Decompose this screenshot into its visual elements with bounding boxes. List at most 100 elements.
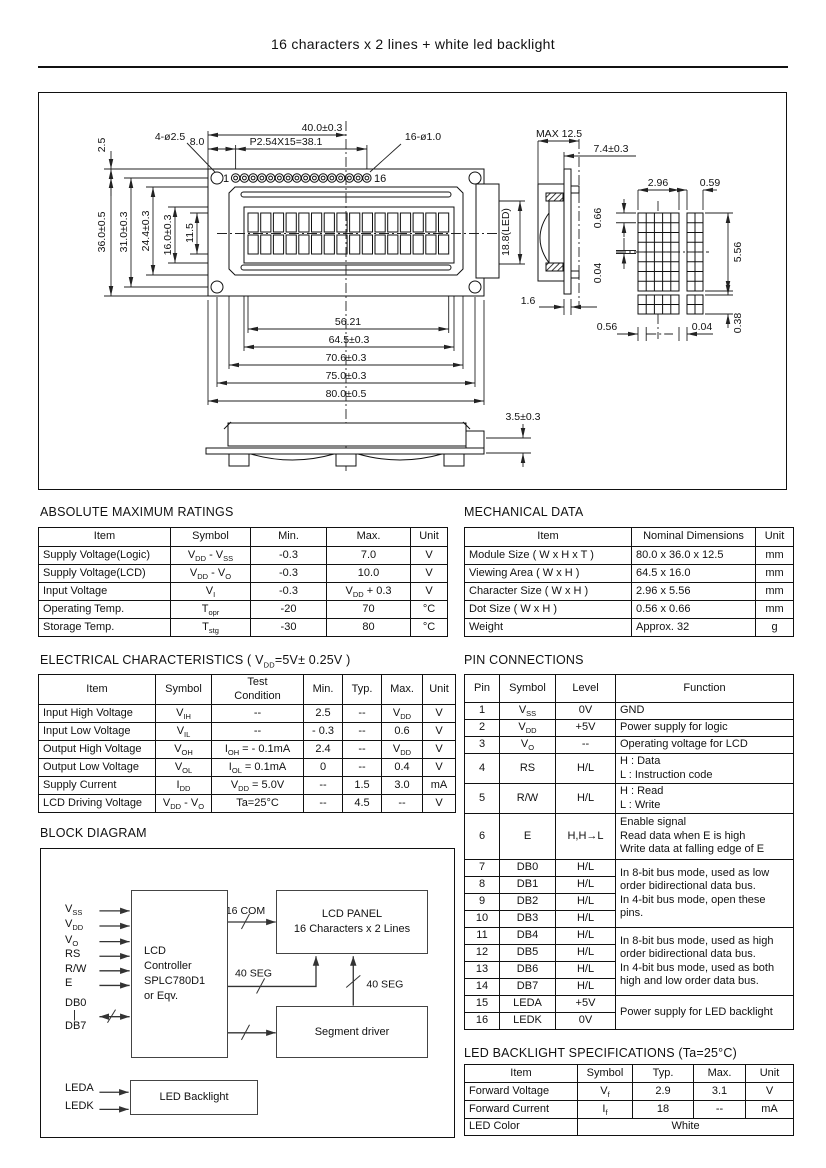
elec-table: Item Symbol Test Condition Min. Typ. Max… [38, 674, 456, 813]
led-backlight-box: LED Backlight [130, 1080, 258, 1115]
td-symbol: DB2 [499, 893, 556, 911]
dim-thickness-max: MAX 12.5 [536, 128, 582, 140]
td-unit: °C [410, 600, 448, 619]
lcd-panel-box: LCD PANEL 16 Characters x 2 Lines [276, 890, 428, 954]
td-function: Power supply for logic [615, 719, 794, 737]
td-item: Storage Temp. [38, 618, 171, 637]
td-min: -- [303, 776, 343, 795]
dim-led-height: 18.8(LED) [500, 208, 512, 256]
signal-db0: DB0 [65, 997, 87, 1009]
table-header-row: Item Symbol Min. Max. Unit [38, 527, 448, 547]
td-typ: -- [342, 722, 382, 741]
td-max: 10.0 [326, 564, 411, 583]
pins-title: PIN CONNECTIONS [464, 653, 584, 667]
td-item: Supply Voltage(Logic) [38, 546, 171, 565]
col-item: Item [38, 674, 156, 705]
td-function: Operating voltage for LCD [615, 736, 794, 754]
td-max: 0.4 [381, 758, 423, 777]
led-dimension: 18.8(LED) [500, 200, 523, 265]
td-value: 64.5 x 16.0 [631, 564, 756, 583]
td-symbol: VDD [499, 719, 556, 737]
td-symbol: Vf [577, 1082, 633, 1101]
table-header-row: Item Nominal Dimensions Unit [464, 527, 794, 547]
td-pin: 15 [464, 995, 500, 1013]
td-max: VDD + 0.3 [326, 582, 411, 601]
dim-pin-pitch: P2.54X15=38.1 [250, 136, 323, 148]
td-level: H/L [555, 944, 616, 962]
td-symbol: DB1 [499, 876, 556, 894]
td-function-group: In 8-bit bus mode, used as low order bid… [615, 859, 794, 928]
td-item: Viewing Area ( W x H ) [464, 564, 632, 583]
td-level: +5V [555, 995, 616, 1013]
dim-width-holes: 75.0±0.3 [326, 370, 367, 382]
td-unit: V [422, 722, 456, 741]
td-level: H,H→L [555, 813, 616, 860]
td-level: H/L [555, 978, 616, 996]
col-item: Item [38, 527, 171, 547]
col-min: Min. [250, 527, 327, 547]
left-dimensions: 36.0±0.5 31.0±0.3 24.4±0.3 16.0±0.3 11.5 [96, 168, 200, 297]
td-symbol: E [499, 813, 556, 860]
td-symbol: DB5 [499, 944, 556, 962]
mech-table: Item Nominal Dimensions Unit Module Size… [464, 527, 794, 637]
dim-char-gap: 0.59 [700, 177, 721, 189]
dim-width-viewing: 64.5±0.3 [329, 334, 370, 346]
td-unit: mm [755, 582, 794, 601]
td-unit: mm [755, 564, 794, 583]
td-symbol: R/W [499, 783, 556, 814]
td-symbol: VI [170, 582, 251, 601]
title-divider [38, 66, 788, 68]
td-min: 2.5 [303, 704, 343, 723]
td-level: -- [555, 736, 616, 754]
col-symbol: Symbol [170, 527, 251, 547]
td-pin: 6 [464, 813, 500, 860]
signal-vss: VSS [65, 903, 83, 918]
col-max: Max. [326, 527, 411, 547]
dim-height-viewing: 16.0±0.3 [162, 214, 174, 255]
td-function: GND [615, 702, 794, 720]
td-unit: V [410, 546, 448, 565]
td-item: Output Low Voltage [38, 758, 156, 777]
td-cond: IOH = - 0.1mA [211, 740, 304, 759]
td-pin: 9 [464, 893, 500, 911]
td-min: -- [303, 794, 343, 813]
td-unit: mm [755, 546, 794, 565]
col-symbol: Symbol [499, 674, 556, 703]
col-item: Item [464, 1064, 578, 1083]
td-item: Supply Voltage(LCD) [38, 564, 171, 583]
td-unit: V [410, 564, 448, 583]
td-min: -0.3 [250, 564, 327, 583]
lcd-controller-box: LCD Controller SPLC780D1 or Eqv. [131, 890, 228, 1058]
dim-pcb-thickness: 1.6 [521, 295, 536, 307]
col-dimensions: Nominal Dimensions [631, 527, 756, 547]
col-symbol: Symbol [155, 674, 212, 705]
col-pin: Pin [464, 674, 500, 703]
dim-depth: 7.4±0.3 [594, 143, 629, 155]
col-level: Level [555, 674, 616, 703]
backlight-tab [475, 183, 500, 279]
td-level: H/L [555, 910, 616, 928]
table-header-row: Item Symbol Test Condition Min. Typ. Max… [38, 674, 456, 705]
bottom-dimensions: 56.21 64.5±0.3 70.6±0.3 75.0±0.3 80.0±0.… [207, 316, 485, 404]
dim-height-module: 36.0±0.5 [96, 211, 108, 252]
td-cond: -- [211, 704, 304, 723]
mechanical-drawing: 1 16 [96, 121, 744, 471]
td-symbol: RS [499, 753, 556, 784]
td-symbol: VO [499, 736, 556, 754]
dim-char-width: 2.96 [648, 177, 669, 189]
td-function: H : Read L : Write [615, 783, 794, 814]
td-cond: VDD = 5.0V [211, 776, 304, 795]
backlight-lens [539, 212, 550, 264]
signal-vdd: VDD [65, 918, 84, 933]
td-item: Character Size ( W x H ) [464, 582, 632, 601]
td-pin: 11 [464, 927, 500, 945]
